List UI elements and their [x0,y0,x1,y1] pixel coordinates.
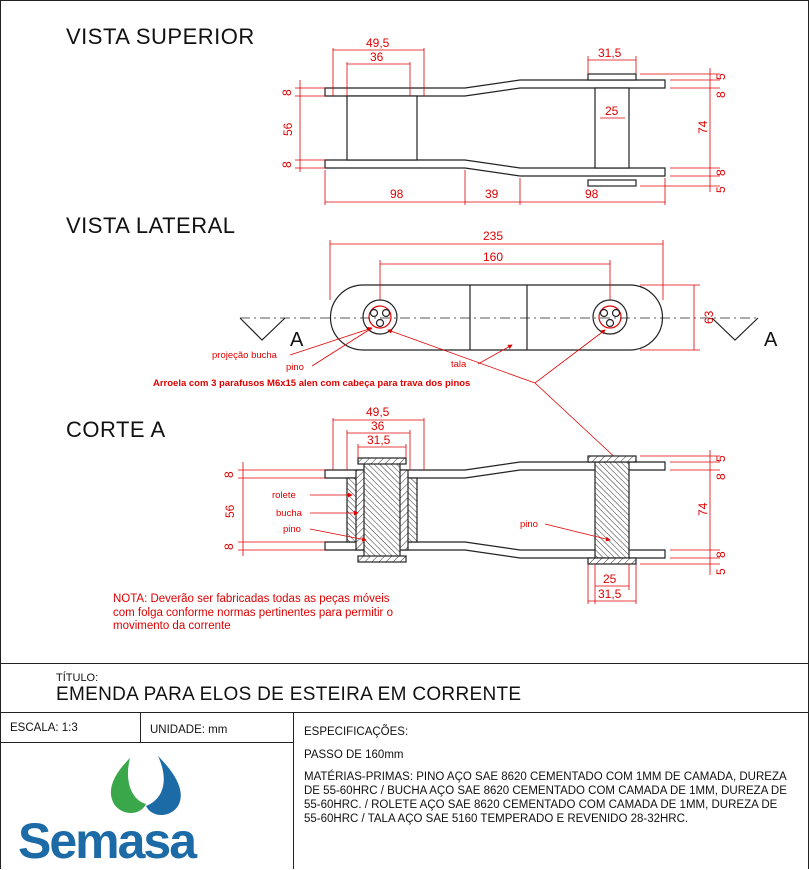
unidade-text: UNIDADE: mm [150,724,228,736]
top-view-title: VISTA SUPERIOR [66,24,255,49]
section-view-dims [238,418,720,604]
section-arrow-right [711,317,759,341]
frame-left [0,0,1,869]
dim-top-5-top: 5 [714,73,728,80]
escala-bottom-line [0,742,293,743]
dim-sec-31-5-bottom: 31,5 [598,587,622,601]
dim-top-25: 25 [605,104,619,118]
dim-top-8-left-top: 8 [280,89,294,96]
dim-top-98-left: 98 [390,187,404,201]
top-view [324,73,666,187]
escala-divider [140,712,141,742]
dim-sec-49-5: 49,5 [366,405,390,419]
nota-text: NOTA: Deverão ser fabricadas todas as pe… [113,593,393,632]
side-view [239,284,760,351]
titleblock-top-line [0,663,809,664]
side-view-text: 235 160 63 A A projeção bucha pino tala … [153,229,778,389]
dim-top-36: 36 [370,50,384,64]
dim-sec-8-top-left: 8 [222,471,236,478]
dim-top-8-left-bottom: 8 [280,161,294,168]
spec-heading: ESPECIFICAÇÕES: [304,726,409,738]
drawing-title: EMENDA PARA ELOS DE ESTEIRA EM CORRENTE [56,684,522,705]
side-view-title: VISTA LATERAL [66,213,236,238]
section-cut-title: CORTE A [66,417,166,442]
section-mark-left: A [290,329,304,351]
semasa-logo-mark [110,756,181,815]
section-mark-right: A [764,329,778,351]
section-arrow-left [239,317,286,341]
dim-top-56: 56 [281,122,295,136]
top-plate-lower [324,159,666,177]
logo-blue-drop [146,756,181,815]
dim-sec-25: 25 [603,572,617,586]
label-pino-left: pino [283,524,301,535]
top-left-bushing [346,95,418,161]
dim-top-74: 74 [696,120,710,134]
label-tala: tala [451,359,467,370]
top-view-dims [295,48,720,205]
top-right-pin-head-bottom [587,179,637,187]
dim-side-235: 235 [483,229,503,243]
label-pino-right: pino [520,519,538,530]
dim-side-63: 63 [702,310,716,324]
section-right-pin [594,461,630,559]
frame-top [0,0,809,1]
spec-materiais: MATÉRIAS-PRIMAS: PINO AÇO SAE 8620 CEMEN… [304,771,787,825]
technical-drawing: 49,5 36 31,5 25 98 39 98 8 56 8 5 8 74 8… [153,36,778,604]
label-rolete: rolete [272,490,296,501]
dim-sec-74: 74 [696,502,710,516]
top-view-dim-text: 49,5 36 31,5 25 98 39 98 8 56 8 5 8 74 8… [280,36,728,201]
semasa-logo-text: Semasa [18,813,197,869]
titleblock-mid-line [0,712,809,713]
section-view-text: 49,5 36 31,5 8 56 8 5 8 74 8 5 25 31,5 r… [222,405,728,601]
side-view-dims [289,240,700,463]
label-bucha: bucha [276,508,303,519]
title-label: TÍTULO: [56,672,99,684]
dim-top-31-5: 31,5 [598,46,622,60]
dim-sec-8-bottom-right: 8 [714,551,728,558]
dim-top-8-right-top: 8 [714,91,728,98]
dim-top-8-right-bottom: 8 [714,169,728,176]
dim-sec-31-5: 31,5 [367,433,391,447]
logo-green-drop [110,758,146,813]
top-right-pin [594,87,630,169]
dim-sec-56: 56 [223,504,237,518]
dim-side-160: 160 [483,250,503,264]
dim-sec-8-top-right: 8 [714,473,728,480]
dim-sec-36: 36 [371,419,385,433]
dim-top-49-5: 49,5 [366,36,390,50]
dim-top-5-bottom: 5 [714,186,728,193]
section-left-pin [363,461,401,559]
dim-sec-8-bottom-left: 8 [222,543,236,550]
spec-divider [293,712,294,869]
spec-passo: PASSO DE 160mm [304,749,404,761]
section-view [324,455,666,565]
dim-top-39: 39 [485,187,499,201]
label-pino-side: pino [286,362,304,373]
dim-top-98-right: 98 [585,187,599,201]
dim-sec-5-bottom: 5 [714,568,728,575]
dim-sec-5-top: 5 [714,455,728,462]
top-right-pin-head-top [587,73,637,81]
escala-text: ESCALA: 1:3 [10,722,78,734]
label-arruela-note: Arroela com 3 parafusos M6x15 alen com c… [153,378,470,389]
side-link-outline [329,284,664,351]
label-projecao-bucha: projeção bucha [212,350,278,361]
